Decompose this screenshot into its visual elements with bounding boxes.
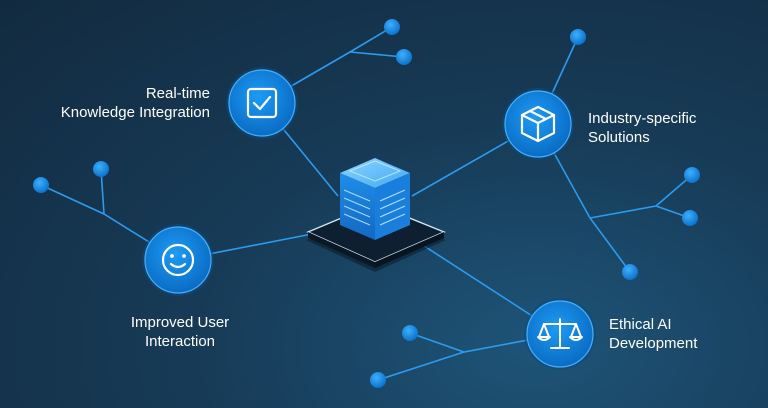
node-realtime: [226, 67, 298, 139]
terminal-dot: [570, 29, 586, 45]
label-realtime-line1: Real-time: [145, 85, 210, 102]
terminal-dots: [33, 19, 700, 388]
label-ethical-line1: Ethical AI: [609, 316, 672, 333]
label-realtime: Real-time Knowledge Integration: [20, 84, 210, 122]
branch-ethical-2: [377, 351, 465, 381]
label-realtime-line2: Knowledge Integration: [60, 104, 210, 121]
label-industry-line1: Industry-specific: [588, 110, 697, 127]
smiley-face-icon: [161, 243, 195, 277]
node-industry: [502, 88, 574, 160]
label-ethical: Ethical AI Development: [609, 315, 759, 353]
node-user: [142, 224, 214, 296]
label-user-line2: Interaction: [144, 333, 216, 350]
terminal-dot: [93, 161, 109, 177]
terminal-dot: [402, 325, 418, 341]
terminal-dot: [682, 210, 698, 226]
label-ethical-line2: Development: [609, 335, 698, 352]
terminal-dot: [370, 372, 386, 388]
branch-realtime-2: [349, 51, 405, 58]
terminal-dot: [396, 49, 412, 65]
balance-scale-icon: [537, 318, 583, 349]
branch-industry-3: [589, 174, 693, 219]
terminal-dot: [684, 167, 700, 183]
terminal-dot: [33, 177, 49, 193]
checkbox-icon: [246, 87, 278, 119]
label-industry: Industry-specific Solutions: [588, 109, 758, 147]
label-industry-line2: Solutions: [588, 129, 650, 146]
server-stack-icon: [306, 158, 446, 272]
package-box-icon: [520, 105, 556, 143]
label-user-line1: Improved User: [130, 314, 230, 331]
label-user: Improved User Interaction: [100, 313, 260, 351]
node-ethical: [524, 298, 596, 370]
terminal-dot: [622, 264, 638, 280]
terminal-dot: [384, 19, 400, 35]
